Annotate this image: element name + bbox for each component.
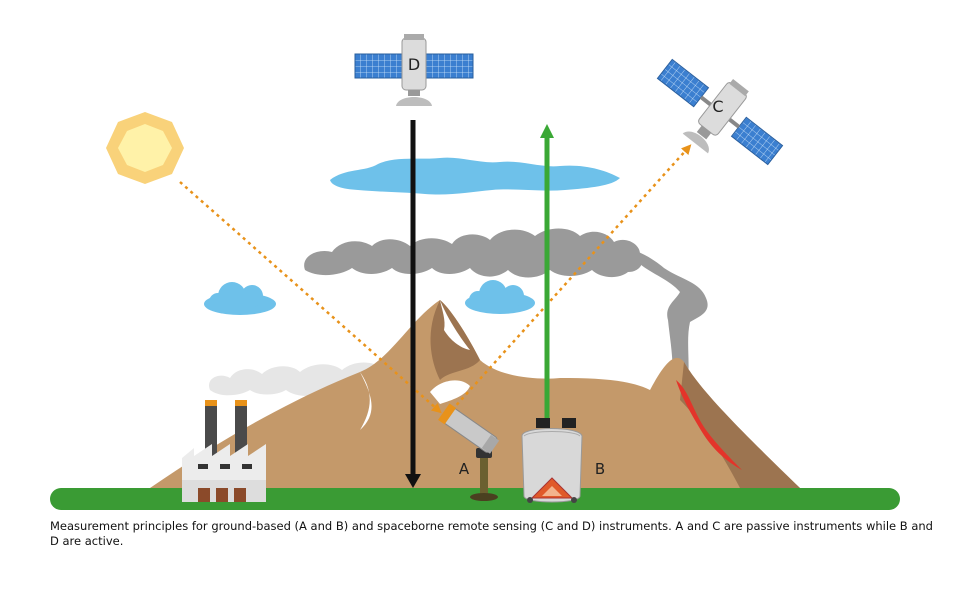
instrument-a-icon	[438, 403, 500, 501]
label-a: A	[459, 460, 470, 478]
factory-icon	[182, 400, 266, 502]
sun-icon	[106, 112, 184, 184]
label-d: D	[408, 55, 420, 74]
blue-cloud-band	[330, 157, 620, 195]
mountains	[150, 300, 800, 488]
label-c: C	[712, 97, 723, 116]
satellite-d-beam	[405, 120, 421, 488]
solar-radiation-path	[179, 144, 692, 414]
satellite-c-icon	[656, 58, 784, 166]
instrument-b-beam	[540, 124, 554, 426]
figure-caption: Measurement principles for ground-based …	[50, 519, 933, 548]
blue-cloud-right	[465, 280, 535, 314]
label-b: B	[595, 460, 605, 478]
instrument-b-icon	[521, 418, 583, 503]
satellite-d-icon	[354, 34, 474, 106]
blue-cloud-left	[204, 282, 276, 315]
smoke-cloud	[304, 228, 708, 380]
